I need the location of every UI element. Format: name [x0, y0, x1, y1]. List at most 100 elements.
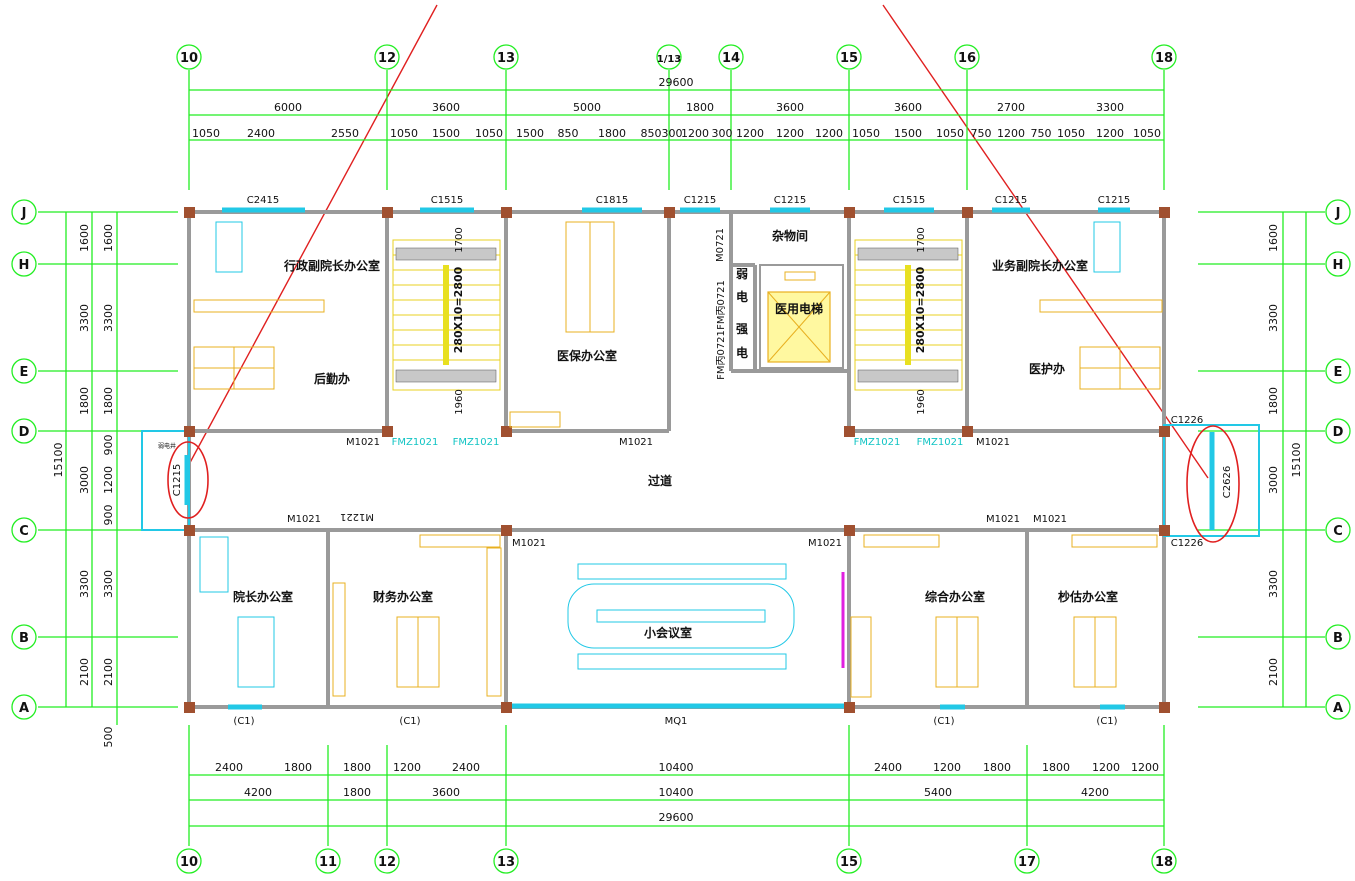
component-tags: C2415 C1515 C1815 C1215 C1215 C1515 C121… [158, 195, 1233, 727]
grid-axes-top [176, 44, 1177, 190]
stair-right: 280X10=2800 1700 1960 [854, 227, 963, 415]
dim-top2-16: 1200 [815, 127, 843, 140]
room-insurance: 医保办公室 [557, 348, 617, 363]
dim-right-6: 2100 [1267, 658, 1280, 686]
dim-bot-9: 1800 [983, 761, 1011, 774]
dimensions-top: 29600 6000 3600 5000 1800 3600 3600 2700… [192, 76, 1161, 140]
columns [184, 207, 1170, 713]
tag-c1215c: C1215 [995, 195, 1027, 206]
highlight-right [1186, 425, 1240, 543]
axis-D-left: D [19, 425, 30, 440]
dim-top-6: 3600 [894, 101, 922, 114]
dim-right-1: 1600 [1267, 224, 1280, 252]
axis-J-right: J [1335, 206, 1341, 221]
tag-mq1: MQ1 [665, 716, 688, 727]
tag-m1021d: M1021 [287, 514, 321, 525]
dim-left-7: 3300 [102, 570, 115, 598]
axis-E-left: E [20, 365, 29, 380]
dim-bot-1: 2400 [215, 761, 243, 774]
room-weak-elec: 电 [736, 289, 748, 304]
axis-18-bottom: 18 [1155, 855, 1173, 870]
axis-labels-bottom: 10 11 12 13 15 17 18 [180, 855, 1173, 870]
dim-top-7: 2700 [997, 101, 1025, 114]
axis-1-13-top: 1/13 [657, 54, 682, 65]
tag-fmz4: FMZ1021 [917, 437, 964, 448]
elevator [759, 264, 844, 369]
dim-left-500: 500 [102, 727, 115, 748]
room-weak: 弱 [736, 266, 748, 281]
tag-m1021c: M1021 [976, 437, 1010, 448]
stair-left: 280X10=2800 1700 1960 [392, 227, 501, 415]
grid-axes-rows [11, 199, 1351, 725]
axis-labels-rows: J H E D C B A J H E D C B A [19, 206, 1344, 716]
tag-m1021a: M1021 [346, 437, 380, 448]
axis-10-bottom: 10 [180, 855, 198, 870]
dim-bot-8: 1200 [933, 761, 961, 774]
dim-bot2-1: 4200 [244, 786, 272, 799]
dim-bot2-5: 5400 [924, 786, 952, 799]
dim-top-3: 5000 [573, 101, 601, 114]
room-copy: 杪估办公室 [1058, 589, 1118, 604]
furniture-cyan [199, 221, 1121, 688]
dim-bot-12: 1200 [1131, 761, 1159, 774]
tag-c2415: C2415 [247, 195, 279, 206]
dim-top2-7: 1500 [516, 127, 544, 140]
dim-bot2-3: 3600 [432, 786, 460, 799]
dim-bot-10: 1800 [1042, 761, 1070, 774]
dim-top2-4: 1050 [390, 127, 418, 140]
dim-top2-10: 850 [641, 127, 662, 140]
axis-16-top: 16 [958, 51, 976, 66]
dim-left-4: 900 [102, 435, 115, 456]
side-bays [141, 424, 1260, 537]
room-finance: 财务办公室 [372, 589, 433, 604]
dim-left-total: 15100 [52, 443, 65, 478]
dim-top2-24: 1200 [1096, 127, 1124, 140]
tag-fm2: FM丙0721 [716, 330, 727, 380]
dim-left-8: 2100 [102, 658, 115, 686]
room-strong-elec: 电 [736, 345, 748, 360]
dim-bot-5: 2400 [452, 761, 480, 774]
dim-top-total: 29600 [659, 76, 694, 89]
axis-18-top: 18 [1155, 51, 1173, 66]
tag-m1021f: M1021 [808, 538, 842, 549]
axis-A-right: A [1333, 701, 1343, 716]
dim-bot2-2: 1800 [343, 786, 371, 799]
dim-top-1: 6000 [274, 101, 302, 114]
tag-shaft: 弱电井 [158, 442, 176, 450]
axis-15-bottom: 15 [840, 855, 858, 870]
dim-left-6: 900 [102, 505, 115, 526]
dim-bot-3: 1800 [343, 761, 371, 774]
dim-top2-25: 1050 [1133, 127, 1161, 140]
dim-top2-12: 1200 [681, 127, 709, 140]
dim-top2-17: 1050 [852, 127, 880, 140]
dim-left-1: 1600 [78, 224, 91, 252]
dim-bot-2: 1800 [284, 761, 312, 774]
axis-H-left: H [19, 258, 30, 273]
dim-top2-9: 1800 [598, 127, 626, 140]
tag-fmz3: FMZ1021 [854, 437, 901, 448]
axis-13-bottom: 13 [497, 855, 515, 870]
dim-left-5: 1200 [102, 466, 115, 494]
dim-left-in-1: 1600 [102, 224, 115, 252]
stair-left-label: 280X10=2800 [452, 266, 465, 353]
axis-C-left: C [19, 524, 29, 539]
room-storage: 杂物间 [772, 228, 808, 243]
tag-m1021g: M1021 [986, 514, 1020, 525]
dim-left-in-4: 3000 [78, 466, 91, 494]
axis-10-top: 10 [180, 51, 198, 66]
room-elevator: 医用电梯 [775, 301, 823, 316]
axis-12-top: 12 [378, 51, 396, 66]
dim-top2-15: 1200 [776, 127, 804, 140]
tag-c2626: C2626 [1222, 466, 1233, 498]
dim-top2-22: 750 [1031, 127, 1052, 140]
axis-12-bottom: 12 [378, 855, 396, 870]
dim-top2-11: 300 [662, 127, 683, 140]
dim-left-3: 1800 [78, 387, 91, 415]
room-general: 综合办公室 [925, 589, 985, 604]
dim-top2-1: 1050 [192, 127, 220, 140]
stair-right-h1: 1700 [916, 227, 927, 252]
stair-left-h1: 1700 [454, 227, 465, 252]
dim-bot-11: 1200 [1092, 761, 1120, 774]
axis-17-bottom: 17 [1018, 855, 1036, 870]
dim-top2-13: 300 [712, 127, 733, 140]
